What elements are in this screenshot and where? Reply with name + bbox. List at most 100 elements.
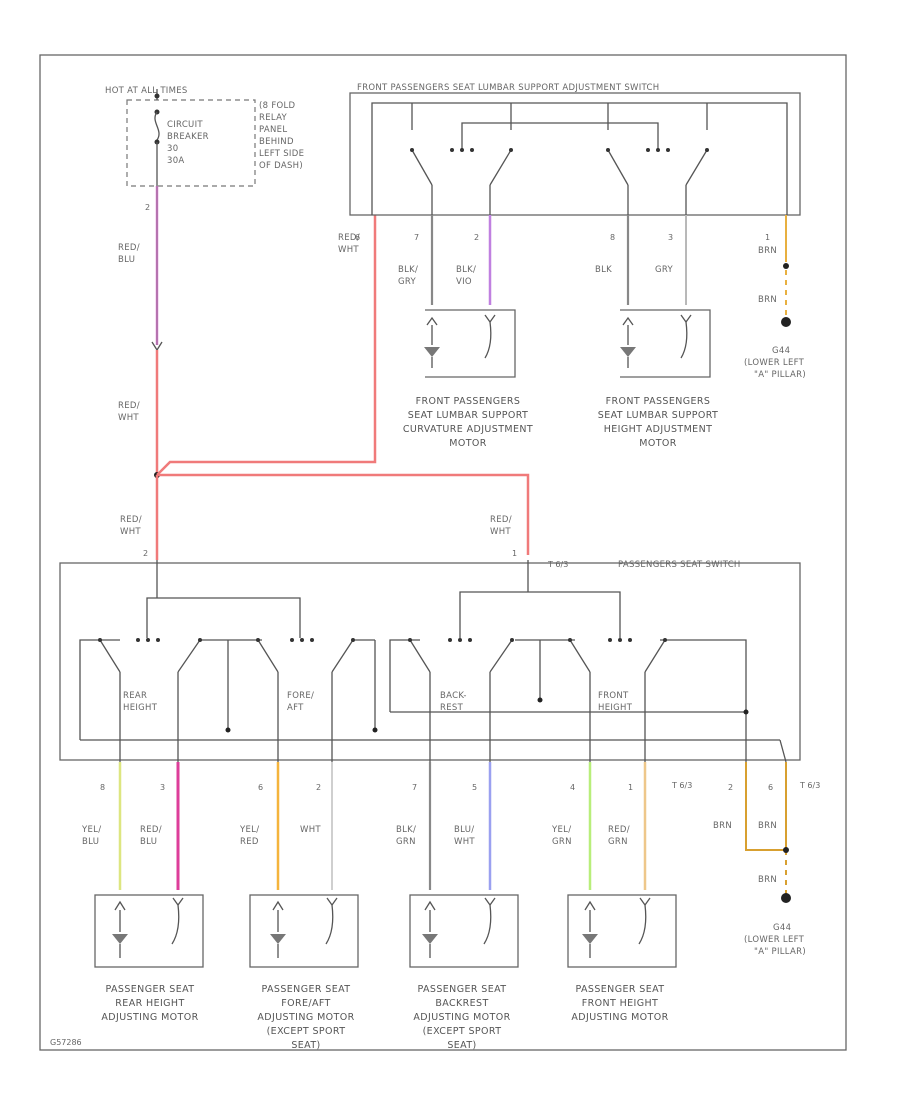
svg-text:REST: REST <box>440 703 464 713</box>
svg-text:ADJUSTING MOTOR: ADJUSTING MOTOR <box>101 1012 198 1023</box>
svg-text:FRONT: FRONT <box>598 691 629 701</box>
svg-text:BLU: BLU <box>82 837 99 847</box>
svg-text:WHT: WHT <box>338 245 359 255</box>
svg-text:RED/: RED/ <box>490 515 512 525</box>
svg-text:MOTOR: MOTOR <box>449 438 487 449</box>
svg-text:PANEL: PANEL <box>259 125 287 135</box>
ground-point <box>781 317 791 327</box>
svg-text:GRY: GRY <box>655 265 674 275</box>
svg-text:GRN: GRN <box>608 837 628 847</box>
svg-text:REAR HEIGHT: REAR HEIGHT <box>115 998 184 1009</box>
svg-text:OF DASH): OF DASH) <box>259 161 303 171</box>
svg-text:WHT: WHT <box>454 837 475 847</box>
svg-text:PASSENGER SEAT: PASSENGER SEAT <box>262 984 351 995</box>
svg-text:G44: G44 <box>772 346 790 356</box>
svg-text:YEL/: YEL/ <box>81 825 101 835</box>
svg-text:WHT: WHT <box>118 413 139 423</box>
svg-text:GRN: GRN <box>552 837 572 847</box>
svg-text:(LOWER LEFT: (LOWER LEFT <box>744 935 805 945</box>
svg-text:BRN: BRN <box>713 821 732 831</box>
svg-text:3: 3 <box>668 233 673 242</box>
svg-text:BACK-: BACK- <box>440 691 467 701</box>
svg-text:6: 6 <box>355 233 360 242</box>
svg-text:RED/: RED/ <box>118 401 140 411</box>
svg-text:BRN: BRN <box>758 821 777 831</box>
svg-text:RED/: RED/ <box>608 825 630 835</box>
svg-text:8: 8 <box>610 233 615 242</box>
svg-text:7: 7 <box>412 783 417 792</box>
diagram-frame <box>39 54 847 1051</box>
svg-text:BEHIND: BEHIND <box>259 137 294 147</box>
svg-text:(8 FOLD: (8 FOLD <box>259 101 296 111</box>
svg-text:SEAT): SEAT) <box>291 1040 320 1051</box>
svg-text:BRN: BRN <box>758 875 777 885</box>
diagram-code: G57286 <box>50 1038 82 1047</box>
svg-text:WHT: WHT <box>490 527 511 537</box>
svg-text:YEL/: YEL/ <box>551 825 571 835</box>
svg-text:"A" PILLAR): "A" PILLAR) <box>754 947 806 957</box>
svg-text:FRONT HEIGHT: FRONT HEIGHT <box>582 998 659 1009</box>
circuit-breaker-block: HOT AT ALL TIMES CIRCUIT BREAKER 30 30A … <box>105 86 304 212</box>
svg-text:WHT: WHT <box>300 825 321 835</box>
svg-text:6: 6 <box>768 783 773 792</box>
svg-text:VIO: VIO <box>456 277 472 287</box>
svg-text:G44: G44 <box>773 923 791 933</box>
svg-text:1: 1 <box>512 549 517 558</box>
svg-text:ADJUSTING MOTOR: ADJUSTING MOTOR <box>257 1012 354 1023</box>
svg-text:"A" PILLAR): "A" PILLAR) <box>754 370 806 380</box>
backrest-motor <box>409 894 519 968</box>
lumbar-switch-title: FRONT PASSENGERS SEAT LUMBAR SUPPORT ADJ… <box>357 83 659 93</box>
rear-height-motor <box>94 894 204 968</box>
svg-text:FORE/: FORE/ <box>287 691 314 701</box>
seat-switch-pins: 8 3 6 2 7 5 4 1 2 6 T 6/3 T 6/3 <box>100 781 820 792</box>
svg-text:BLU: BLU <box>140 837 157 847</box>
svg-text:RELAY: RELAY <box>259 113 288 123</box>
svg-text:8: 8 <box>100 783 105 792</box>
svg-text:BLU/: BLU/ <box>454 825 474 835</box>
svg-text:(EXCEPT SPORT: (EXCEPT SPORT <box>423 1026 502 1037</box>
svg-text:RED: RED <box>240 837 259 847</box>
lumbar-switch: FRONT PASSENGERS SEAT LUMBAR SUPPORT ADJ… <box>349 83 801 216</box>
svg-text:BREAKER: BREAKER <box>167 132 209 142</box>
svg-text:BLK/: BLK/ <box>456 265 476 275</box>
svg-text:FRONT PASSENGERS: FRONT PASSENGERS <box>416 396 521 407</box>
svg-text:BLK/: BLK/ <box>398 265 418 275</box>
svg-text:RED/: RED/ <box>140 825 162 835</box>
svg-text:4: 4 <box>570 783 575 792</box>
svg-text:1: 1 <box>628 783 633 792</box>
svg-text:LEFT SIDE: LEFT SIDE <box>259 149 304 159</box>
svg-text:30A: 30A <box>167 156 185 166</box>
svg-text:ADJUSTING MOTOR: ADJUSTING MOTOR <box>413 1012 510 1023</box>
svg-text:PASSENGER SEAT: PASSENGER SEAT <box>576 984 665 995</box>
svg-text:RED/: RED/ <box>118 243 140 253</box>
svg-text:T 6/3: T 6/3 <box>671 781 692 790</box>
svg-text:SEAT): SEAT) <box>447 1040 476 1051</box>
svg-text:30: 30 <box>167 144 178 154</box>
svg-text:HEIGHT: HEIGHT <box>598 703 633 713</box>
svg-text:RED/: RED/ <box>120 515 142 525</box>
seat-switch: PASSENGERS SEAT SWITCH T 6/3 2 1 <box>59 549 801 763</box>
svg-text:GRY: GRY <box>398 277 417 287</box>
svg-text:ADJUSTING MOTOR: ADJUSTING MOTOR <box>571 1012 668 1023</box>
seat-switch-title: PASSENGERS SEAT SWITCH <box>618 560 741 570</box>
svg-text:2: 2 <box>145 203 150 212</box>
svg-text:(EXCEPT SPORT: (EXCEPT SPORT <box>267 1026 346 1037</box>
svg-text:2: 2 <box>474 233 479 242</box>
fore-aft-motor <box>249 894 359 968</box>
svg-text:T 6/3: T 6/3 <box>799 781 820 790</box>
svg-text:CURVATURE ADJUSTMENT: CURVATURE ADJUSTMENT <box>403 424 533 435</box>
svg-text:(LOWER LEFT: (LOWER LEFT <box>744 358 805 368</box>
svg-text:3: 3 <box>160 783 165 792</box>
svg-text:WHT: WHT <box>120 527 141 537</box>
svg-text:1: 1 <box>765 233 770 242</box>
svg-text:BRN: BRN <box>758 295 777 305</box>
svg-text:RED/: RED/ <box>338 233 360 243</box>
svg-text:BRN: BRN <box>758 246 777 256</box>
svg-text:2: 2 <box>316 783 321 792</box>
lumbar-curvature-motor <box>424 309 516 378</box>
front-height-motor <box>567 894 677 968</box>
svg-text:GRN: GRN <box>396 837 416 847</box>
ground-point <box>781 893 791 903</box>
svg-text:FRONT PASSENGERS: FRONT PASSENGERS <box>606 396 711 407</box>
